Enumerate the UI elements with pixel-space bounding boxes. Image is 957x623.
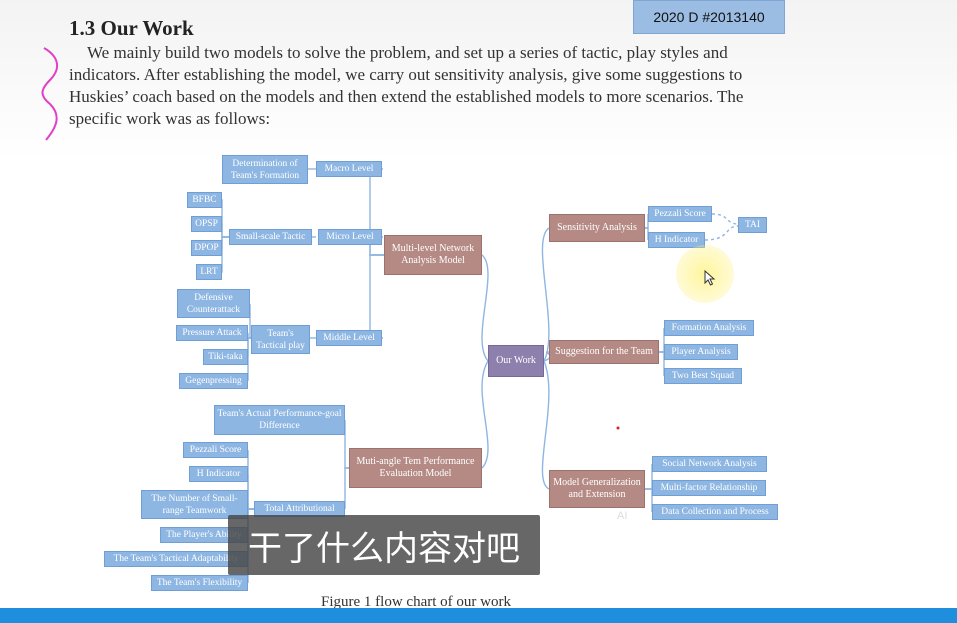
node-actual-performance: Team's Actual Performance-goal Differenc… <box>214 405 345 435</box>
node-number-small-range: The Number of Small-range Teamwork <box>141 490 248 519</box>
node-generalization: Model Generalization and Extension <box>549 470 645 508</box>
section-title: 1.3 Our Work <box>69 16 194 40</box>
node-h-indicator-right: H Indicator <box>648 232 705 248</box>
node-lrt: LRT <box>196 264 222 280</box>
node-pressure-attack: Pressure Attack <box>176 325 248 341</box>
node-macro-level: Macro Level <box>316 161 382 177</box>
mouse-pointer-icon <box>704 270 716 286</box>
node-team-flexibility: The Team's Flexibility <box>151 575 248 591</box>
node-tai: TAI <box>738 217 767 233</box>
ai-tag: AI <box>617 510 628 522</box>
node-micro-level: Micro Level <box>318 229 382 245</box>
node-suggestion: Suggestion for the Team <box>549 340 659 364</box>
node-dpop: DPOP <box>191 240 222 256</box>
page-background <box>0 0 957 160</box>
node-data-collection: Data Collection and Process <box>652 504 778 520</box>
node-team-tactical-play: Team's Tactical play <box>251 325 310 354</box>
node-player-analysis: Player Analysis <box>664 344 738 360</box>
node-network-model: Multi-level Network Analysis Model <box>384 235 482 275</box>
node-defensive-counterattack: Defensive Counterattack <box>177 289 250 318</box>
video-subtitle: 干了什么内容对吧 <box>228 515 540 575</box>
node-evaluation-model: Muti-angle Tem Performance Evaluation Mo… <box>349 448 482 488</box>
node-tiki-taka: Tiki-taka <box>203 349 248 365</box>
node-social-network: Social Network Analysis <box>652 456 767 472</box>
intro-paragraph: We mainly build two models to solve the … <box>69 43 744 128</box>
node-tactical-adaptability: The Team's Tactical Adaptability <box>104 551 248 567</box>
node-pezzali-score-left: Pezzali Score <box>183 442 248 458</box>
bottom-progress-bar[interactable] <box>0 608 957 623</box>
node-middle-level: Middle Level <box>316 330 382 346</box>
node-determination: Determination of Team's Formation <box>222 155 308 184</box>
node-our-work: Our Work <box>488 345 544 377</box>
node-h-indicator-left: H Indicator <box>189 466 248 482</box>
team-id-badge: 2020 D #2013140 <box>633 0 785 34</box>
figure-caption: Figure 1 flow chart of our work <box>321 594 511 610</box>
node-two-best-squad: Two Best Squad <box>664 368 742 384</box>
node-multi-factor: Multi-factor Relationship <box>652 480 766 496</box>
node-formation-analysis: Formation Analysis <box>664 320 754 336</box>
node-opsp: OPSP <box>191 216 222 232</box>
node-gegenpressing: Gegenpressing <box>179 373 248 389</box>
node-small-scale-tactic: Small-scale Tactic <box>229 229 312 245</box>
pen-annotation <box>41 47 59 141</box>
node-bfbc: BFBC <box>187 192 222 208</box>
node-pezzali-score-right: Pezzali Score <box>648 206 712 222</box>
node-sensitivity-analysis: Sensitivity Analysis <box>549 214 645 242</box>
